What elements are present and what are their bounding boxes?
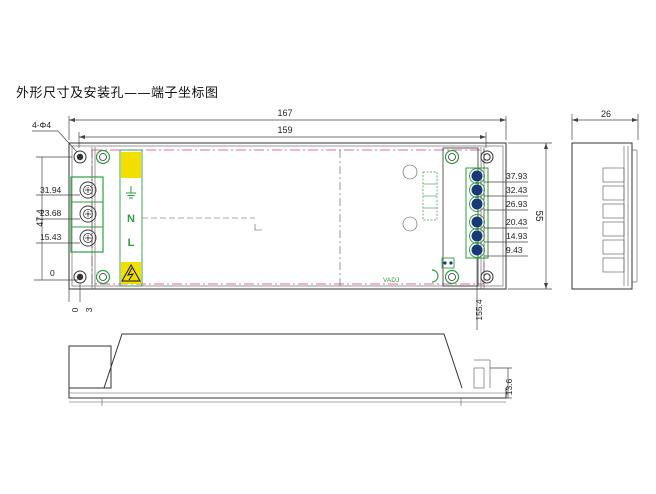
side-view-body — [103, 333, 463, 389]
pcb-hole-left-bottom — [95, 269, 111, 285]
output-x-label: 155.4 — [474, 299, 484, 321]
hole-spec-label: 4-Φ4 — [32, 120, 51, 130]
yellow-label — [121, 152, 141, 178]
end-view: 26 — [571, 109, 639, 290]
top-view: 167 159 4-Φ4 — [32, 108, 552, 330]
depth-label: 26 — [601, 109, 611, 119]
output-pin-6 — [469, 242, 485, 258]
output-pin-1 — [469, 168, 485, 184]
output-coord-6: 9.43 — [506, 245, 523, 255]
pcb-outline — [91, 149, 485, 285]
input-coord-1: 31.94 — [40, 185, 62, 195]
mounting-hole-bottom-left — [73, 270, 87, 284]
vadj-connector — [441, 257, 455, 269]
output-pin-3 — [469, 196, 485, 212]
pcb-hole-right-top — [444, 149, 460, 165]
hole-spacing-label: 159 — [277, 125, 292, 135]
input-coord-2: 23.68 — [40, 208, 62, 218]
pcb-hole-left-top — [95, 149, 111, 165]
output-pin-5 — [469, 228, 485, 244]
overall-length-label: 167 — [277, 108, 292, 118]
output-coord-1: 37.93 — [506, 171, 528, 181]
mounting-hole-top-right — [480, 150, 494, 164]
terminal-label-n: N — [127, 213, 135, 225]
board-hole-upper — [402, 164, 418, 180]
mounting-hole-top-left — [73, 150, 87, 164]
housing-outline — [68, 142, 507, 290]
output-panel — [442, 147, 479, 287]
end-view-body — [571, 142, 633, 290]
input-coord-3: 15.43 — [40, 232, 62, 242]
height-label: 55 — [533, 210, 544, 222]
terminal-label-l: L — [128, 237, 135, 249]
vadj-label: VADJ — [383, 277, 399, 284]
high-voltage-warning-icon — [121, 262, 141, 284]
output-coord-3: 26.93 — [506, 199, 528, 209]
drawing-title: 外形尺寸及安装孔——端子坐标图 — [16, 86, 219, 101]
side-view-input-cover — [68, 345, 112, 389]
output-coord-4: 20.43 — [506, 217, 528, 227]
origin-x-label: 0 — [70, 307, 80, 312]
side-view-output-pin — [473, 367, 485, 389]
ground-icon — [126, 186, 136, 199]
output-coord-5: 14.93 — [506, 231, 528, 241]
input-terminal-block — [70, 176, 104, 253]
board-hole-lower — [402, 216, 418, 232]
left-height-label: 47.4 — [35, 209, 45, 227]
center-mark — [254, 224, 262, 231]
output-pin-2 — [469, 182, 485, 198]
output-coord-2: 32.43 — [506, 185, 528, 195]
potentiometer-icon — [431, 269, 439, 283]
mount-x-label: 3 — [84, 307, 94, 312]
side-height-label: 13.6 — [504, 378, 514, 395]
pcb-hole-right-bottom — [444, 269, 460, 285]
mounting-hole-bottom-right — [480, 270, 494, 284]
side-view: 13.6 — [68, 333, 514, 406]
mount-y-label: 0 — [50, 268, 55, 278]
output-pin-4 — [469, 214, 485, 230]
